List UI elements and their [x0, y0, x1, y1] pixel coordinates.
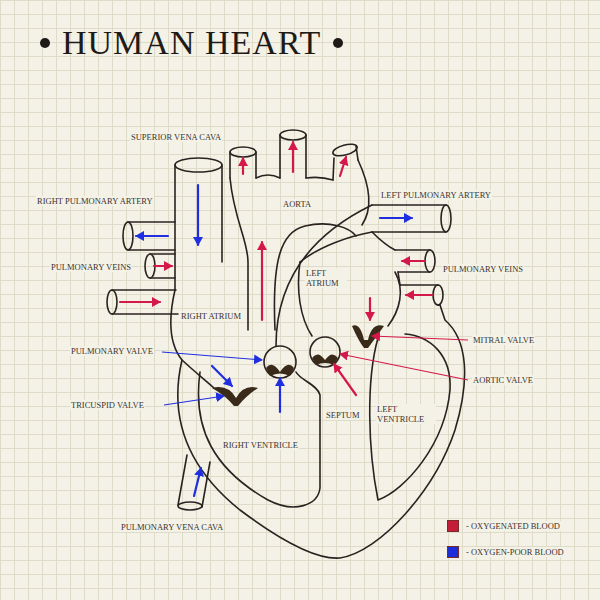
title-bullet: [40, 38, 50, 48]
flow-arrow: [261, 242, 263, 320]
part-label: PULMONARY VEINS: [50, 262, 132, 272]
leader-line: [340, 354, 468, 380]
flow-arrow: [154, 265, 172, 267]
pulmonary-trunk-outline: [300, 232, 372, 262]
flow-arrow: [136, 235, 168, 237]
aorta-outline: [280, 135, 306, 178]
chamber-wall: [198, 372, 320, 507]
vessel-opening: [441, 205, 451, 232]
aorta-outline: [358, 160, 369, 225]
part-label: SUPERIOR VENA CAVA: [130, 132, 222, 142]
vessel-opening: [280, 130, 306, 140]
legend-text: - OXYGENATED BLOOD: [465, 521, 561, 531]
part-label: LEFT ATRIUM: [305, 268, 347, 288]
vessel-opening: [425, 250, 435, 272]
vena-cava-outline: [221, 165, 223, 262]
flow-arrow: [402, 260, 425, 262]
part-label: RIGHT VENTRICLE: [222, 440, 299, 450]
title-bullet: [333, 38, 343, 48]
part-label: PULMONARY VALVE: [70, 346, 154, 356]
vein-outline: [112, 290, 178, 314]
flow-arrow: [380, 217, 412, 219]
vena-cava-outline: [174, 165, 176, 290]
flow-arrow: [279, 378, 281, 412]
part-label: SEPTUM: [325, 410, 361, 420]
legend-text: - OXYGEN-POOR BLOOD: [465, 547, 565, 557]
flow-arrow: [369, 298, 371, 320]
vessel-opening: [230, 147, 256, 157]
part-label: LEFT PULMONARY ARTERY: [380, 190, 492, 200]
aorta-outline: [256, 175, 333, 180]
artery-outline: [372, 205, 446, 232]
flow-arrow: [340, 157, 346, 176]
flow-arrow: [406, 294, 432, 296]
part-label: TRICUSPID VALVE: [70, 400, 145, 410]
flow-arrow: [197, 185, 199, 245]
heart-outline: [171, 290, 465, 558]
vessel-opening: [123, 222, 133, 250]
pulmonary-valve: [264, 346, 296, 378]
flow-arrow: [194, 468, 201, 496]
title: HUMAN HEART: [62, 24, 321, 62]
vessel-opening: [433, 285, 443, 305]
heart-outline: [372, 232, 400, 285]
vein-outline: [395, 250, 430, 272]
vessel-opening: [107, 290, 117, 314]
part-label: LEFT VENTRICLE: [376, 404, 436, 424]
flow-arrow: [334, 364, 356, 395]
part-label: RIGHT ATRIUM: [180, 311, 242, 321]
valve-leaflet: [266, 365, 294, 376]
vessel-opening: [178, 502, 202, 510]
artery-outline: [128, 222, 175, 250]
part-label: AORTA: [282, 199, 312, 209]
leader-line: [162, 352, 262, 360]
legend-swatch: [447, 520, 459, 532]
part-label: PULMONARY VEINS: [442, 264, 524, 274]
pulmonary-trunk-outline: [276, 205, 372, 346]
chamber-wall: [388, 272, 400, 326]
vessel-opening: [175, 158, 222, 172]
aortic-valve: [310, 337, 340, 367]
flow-arrow: [120, 301, 160, 303]
flow-arrow: [292, 142, 294, 172]
leader-line: [164, 396, 224, 405]
flow-arrow: [212, 366, 232, 386]
vessel-opening: [332, 142, 359, 158]
part-label: PULMONARY VENA CAVA: [120, 522, 224, 532]
title-row: HUMAN HEART: [40, 24, 343, 62]
chamber-wall: [370, 334, 450, 500]
flow-arrow: [242, 158, 244, 174]
legend-swatch: [447, 546, 459, 558]
leader-line: [372, 336, 468, 340]
part-label: MITRAL VALVE: [472, 335, 535, 345]
vena-cava-outline: [178, 455, 210, 507]
part-label: AORTIC VALVE: [472, 375, 534, 385]
part-label: RIGHT PULMONARY ARTERY: [36, 196, 154, 206]
aorta-outline: [230, 178, 248, 330]
